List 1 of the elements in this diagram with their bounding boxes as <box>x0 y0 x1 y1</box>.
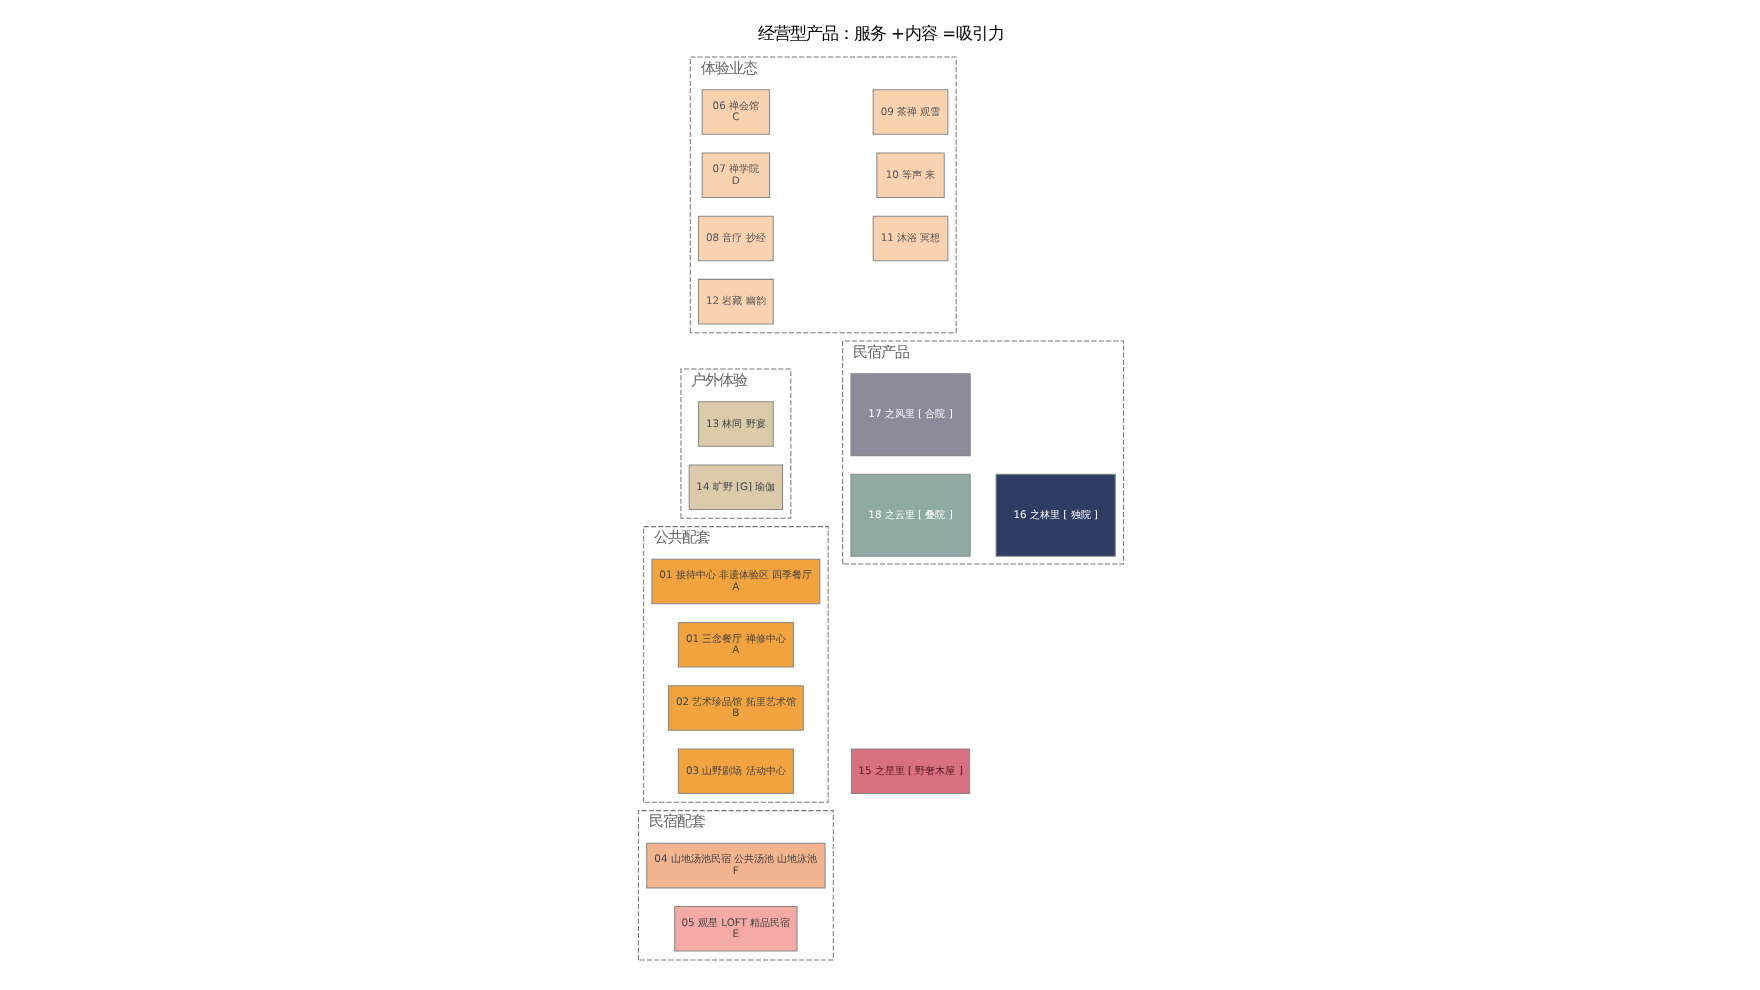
diagram-title: 经营型产品：服务 +内容 =吸引力 <box>756 23 1004 44</box>
